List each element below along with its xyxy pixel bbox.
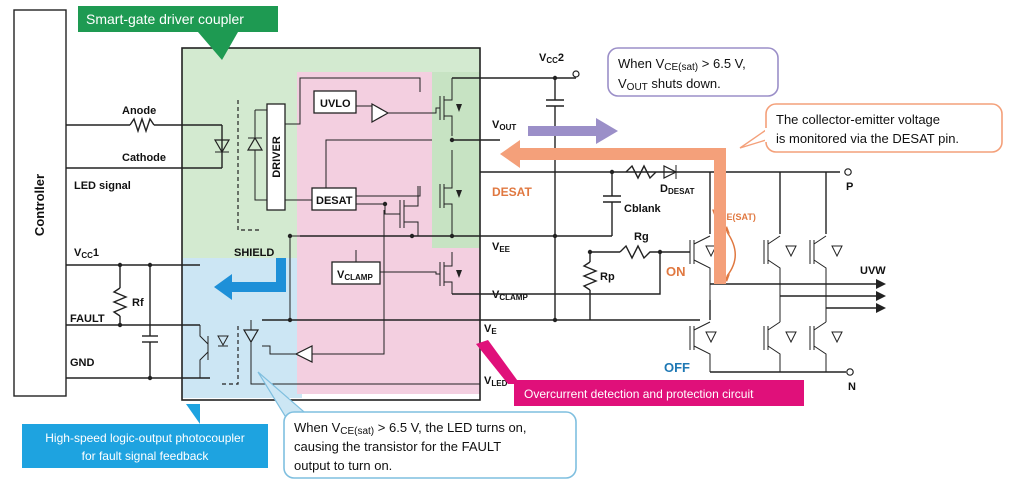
controller-block bbox=[13, 9, 67, 397]
phototransistor-icon bbox=[199, 325, 229, 378]
svg-text:causing the transistor for the: causing the transistor for the FAULT bbox=[294, 439, 501, 454]
input-led-icon bbox=[213, 139, 231, 154]
igbt-low-mid-icon bbox=[763, 321, 797, 372]
desat-block bbox=[311, 187, 357, 211]
banner-top-pointer bbox=[198, 32, 238, 60]
vee-label: VEE bbox=[492, 241, 511, 254]
cathode-label: Cathode bbox=[122, 152, 166, 164]
callout-fault: When VCE(sat) > 6.5 V, the LED turns on,… bbox=[257, 371, 577, 479]
svg-text:output to turn on.: output to turn on. bbox=[294, 458, 392, 473]
output-low-mosfet-icon bbox=[439, 150, 462, 236]
driver-block bbox=[266, 103, 286, 211]
ddesat-label: DDESAT bbox=[660, 183, 695, 196]
svg-text:Overcurrent detection and prot: Overcurrent detection and protection cir… bbox=[524, 387, 754, 401]
igbt-high-left-icon bbox=[689, 172, 717, 300]
green-zone-right bbox=[432, 72, 480, 248]
vclamp-block-label: VCLAMP bbox=[337, 269, 373, 282]
callout-shutdown: When VCE(sat) > 6.5 V, VOUT shuts down. bbox=[607, 47, 779, 97]
controller-label: Controller bbox=[32, 174, 47, 236]
rf-label: Rf bbox=[132, 297, 144, 309]
igbt-low-left-icon bbox=[689, 300, 717, 372]
coupler-package bbox=[181, 47, 481, 401]
shield-line bbox=[237, 100, 262, 231]
banner-top bbox=[78, 6, 278, 32]
uvlo-comparator-icon bbox=[371, 102, 390, 124]
led-signal-label: LED signal bbox=[74, 180, 131, 192]
vcc1-label: VCC1 bbox=[74, 247, 99, 260]
driver-label: DRIVER bbox=[271, 136, 283, 178]
shield-line-2 bbox=[220, 326, 239, 385]
p-label: P bbox=[846, 181, 853, 193]
n-label: N bbox=[848, 381, 856, 393]
desat-pin-label: DESAT bbox=[492, 185, 532, 199]
desat-block-label: DESAT bbox=[316, 195, 353, 207]
rg-label: Rg bbox=[634, 231, 649, 243]
fault-feedback-arrow-icon bbox=[214, 258, 286, 300]
clamp-mosfet-icon bbox=[439, 252, 462, 294]
uvlo-block bbox=[313, 90, 357, 114]
banner-top-text: Smart-gate driver coupler bbox=[86, 11, 244, 27]
uvlo-label: UVLO bbox=[320, 98, 351, 110]
ve-label: VE bbox=[484, 323, 497, 336]
svg-text:VOUT shuts down.: VOUT shuts down. bbox=[618, 76, 721, 93]
desat-monitor-arrow-icon bbox=[500, 140, 726, 284]
svg-text:When VCE(sat) > 6.5 V,: When VCE(sat) > 6.5 V, bbox=[618, 56, 746, 73]
on-label: ON bbox=[666, 264, 686, 279]
vout-label: VOUT bbox=[492, 119, 516, 132]
svg-text:High-speed logic-output photoc: High-speed logic-output photocoupler bbox=[45, 431, 244, 445]
svg-text:When VCE(sat) > 6.5 V, the LED: When VCE(sat) > 6.5 V, the LED turns on, bbox=[294, 420, 527, 437]
vcesat-arc-icon bbox=[726, 231, 736, 277]
vled-label: VLED bbox=[484, 375, 508, 388]
fault-label: FAULT bbox=[70, 313, 105, 325]
banner-overcurrent: Overcurrent detection and protection cir… bbox=[476, 340, 804, 406]
vclamp-pin-label: VCLAMP bbox=[492, 289, 528, 302]
svg-text:The collector-emitter voltage: The collector-emitter voltage bbox=[776, 112, 940, 127]
svg-text:for fault signal feedback: for fault signal feedback bbox=[82, 449, 210, 463]
svg-text:is monitored via the DESAT pin: is monitored via the DESAT pin. bbox=[776, 131, 959, 146]
vcc2-label: VCC2 bbox=[539, 52, 564, 65]
shield-label: SHIELD bbox=[234, 247, 274, 259]
ddesat-diode-icon bbox=[663, 165, 678, 179]
gnd-label: GND bbox=[70, 357, 95, 369]
uvw-label: UVW bbox=[860, 265, 886, 277]
igbt-high-right-icon bbox=[809, 172, 843, 322]
off-label: OFF bbox=[664, 360, 690, 375]
output-high-mosfet-icon bbox=[439, 78, 462, 136]
igbt-low-right-icon bbox=[809, 321, 843, 372]
callout-monitor: The collector-emitter voltage is monitor… bbox=[739, 103, 1003, 153]
shutdown-arrow-icon bbox=[528, 118, 618, 144]
banner-bottom: High-speed logic-output photocoupler for… bbox=[22, 404, 268, 468]
igbt-high-mid-icon bbox=[763, 172, 797, 322]
cblank-label: Cblank bbox=[624, 203, 662, 215]
anode-label: Anode bbox=[122, 105, 156, 117]
rp-label: Rp bbox=[600, 271, 615, 283]
